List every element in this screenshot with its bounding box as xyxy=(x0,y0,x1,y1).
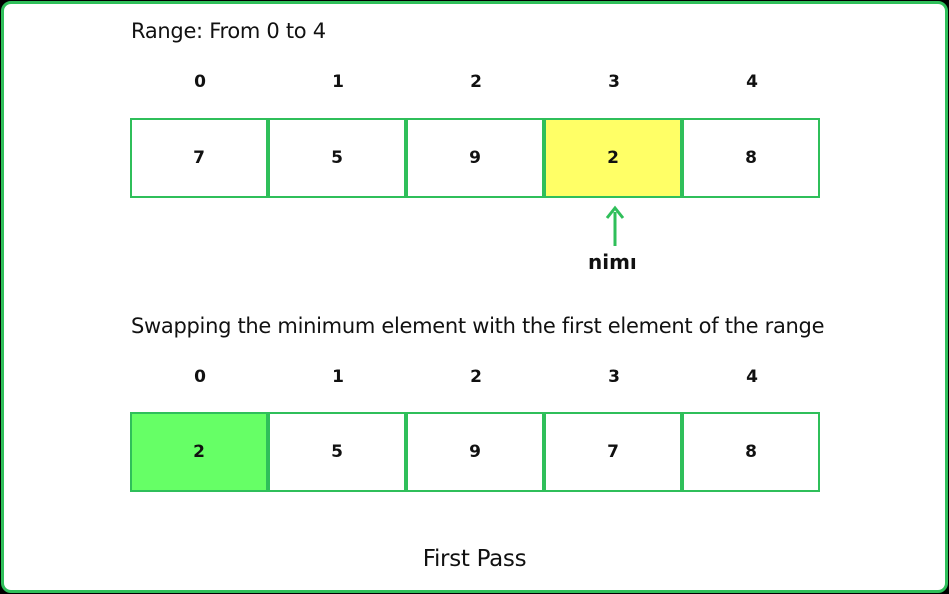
bottom-index-1: 1 xyxy=(332,367,344,387)
bottom-cell-2: 9 xyxy=(406,412,544,492)
top-cell-3: 2 xyxy=(544,118,682,198)
top-index-1: 1 xyxy=(332,72,344,92)
bottom-index-3: 3 xyxy=(608,367,620,387)
bottom-index-0: 0 xyxy=(194,367,206,387)
minimum-pointer-label: nimı xyxy=(588,250,637,274)
top-cell-0: 7 xyxy=(130,118,268,198)
range-label: Range: From 0 to 4 xyxy=(131,19,326,43)
bottom-cell-3: 7 xyxy=(544,412,682,492)
bottom-index-4: 4 xyxy=(746,367,758,387)
caption: First Pass xyxy=(422,546,527,572)
bottom-cell-1: 5 xyxy=(268,412,406,492)
top-index-2: 2 xyxy=(470,72,482,92)
top-index-0: 0 xyxy=(194,72,206,92)
bottom-cell-4: 8 xyxy=(682,412,820,492)
top-cell-4: 8 xyxy=(682,118,820,198)
top-cell-1: 5 xyxy=(268,118,406,198)
bottom-cell-0: 2 xyxy=(130,412,268,492)
top-index-3: 3 xyxy=(608,72,620,92)
up-arrow-icon xyxy=(605,205,625,246)
bottom-index-2: 2 xyxy=(470,367,482,387)
top-index-4: 4 xyxy=(746,72,758,92)
swap-label: Swapping the minimum element with the fi… xyxy=(131,314,825,338)
top-cell-2: 9 xyxy=(406,118,544,198)
